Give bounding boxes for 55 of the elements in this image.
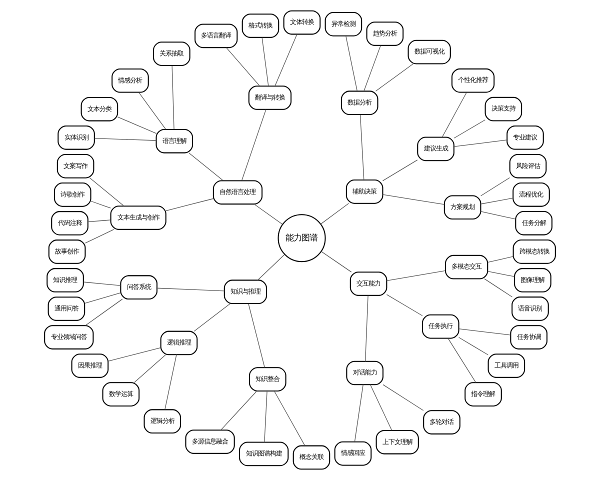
connector	[346, 36, 358, 92]
connector	[264, 390, 268, 442]
connector	[458, 328, 511, 336]
connector	[134, 354, 166, 383]
connector	[458, 337, 488, 356]
connector	[480, 211, 516, 220]
connector	[448, 338, 476, 383]
connector	[274, 390, 306, 446]
connector	[172, 65, 174, 130]
connector	[484, 278, 513, 298]
connector	[254, 204, 283, 225]
connector	[166, 198, 214, 212]
connector	[88, 220, 111, 222]
connector	[364, 45, 381, 92]
connector	[220, 390, 258, 430]
connector	[487, 270, 515, 277]
connector	[188, 152, 224, 181]
connector	[83, 282, 121, 286]
connector	[382, 384, 424, 411]
connector	[138, 92, 166, 130]
connector	[364, 295, 368, 362]
connector	[386, 294, 423, 316]
connector	[360, 114, 364, 180]
connector	[375, 63, 414, 92]
connector	[194, 303, 231, 332]
connector	[156, 288, 225, 292]
connector	[241, 109, 266, 181]
connector	[487, 256, 514, 263]
connector	[480, 177, 510, 196]
connector	[320, 251, 352, 272]
connector	[84, 292, 121, 304]
connector	[89, 178, 124, 206]
connector	[454, 120, 486, 138]
connector	[354, 384, 364, 442]
connector	[262, 37, 269, 86]
connector	[85, 229, 114, 244]
connector	[164, 354, 177, 410]
connector	[382, 160, 418, 182]
connector	[90, 200, 111, 208]
connector	[85, 298, 123, 326]
connector	[226, 47, 260, 86]
connector	[480, 198, 514, 204]
connector	[382, 194, 445, 205]
connector	[94, 138, 156, 141]
connector	[370, 384, 392, 431]
connector	[108, 347, 162, 362]
connector	[442, 92, 467, 138]
connector	[386, 270, 446, 281]
connector	[117, 116, 157, 134]
connector	[454, 140, 508, 147]
node-circle: 能力图谱	[278, 214, 326, 262]
connector	[257, 254, 285, 280]
connector	[320, 203, 350, 224]
connector	[248, 303, 265, 368]
connector	[274, 34, 298, 86]
